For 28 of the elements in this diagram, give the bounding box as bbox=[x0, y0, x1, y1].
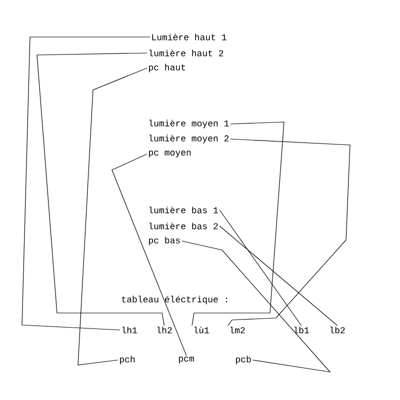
node-text: pcb bbox=[236, 356, 251, 364]
node-text: lumière bas 1 bbox=[149, 206, 218, 214]
node-text: lù1 bbox=[194, 326, 209, 334]
node-text: pcm bbox=[178, 356, 194, 364]
node-text: lumière bas 2 bbox=[149, 222, 218, 230]
node-text: lm2 bbox=[230, 326, 245, 334]
node-text: lumière haut 2 bbox=[149, 50, 224, 56]
connector-line bbox=[228, 138, 350, 326]
node-text: pch bbox=[120, 356, 135, 364]
connector-line bbox=[78, 68, 148, 366]
connector-line bbox=[192, 122, 284, 326]
connector-line bbox=[22, 36, 150, 330]
connector-line bbox=[219, 226, 338, 326]
node-text: lh2 bbox=[157, 326, 172, 334]
node-text: lumière moyen 1 bbox=[149, 120, 229, 128]
node-text: lumière moyen 2 bbox=[149, 134, 229, 144]
connector-line bbox=[219, 210, 302, 326]
heading-text: tableau éléctrique : bbox=[122, 296, 228, 304]
node-text: pc haut bbox=[148, 64, 186, 72]
connector-line bbox=[112, 154, 187, 356]
connector-line bbox=[36, 52, 165, 326]
node-text: lb1 bbox=[294, 326, 309, 334]
node-text: lb2 bbox=[330, 326, 345, 334]
node-text: pc moyen bbox=[148, 150, 191, 158]
node-text: lh1 bbox=[122, 326, 137, 334]
node-text: Lumière haut 1 bbox=[152, 34, 226, 40]
node-text: pc bas bbox=[148, 236, 180, 246]
connector-line bbox=[182, 240, 331, 372]
